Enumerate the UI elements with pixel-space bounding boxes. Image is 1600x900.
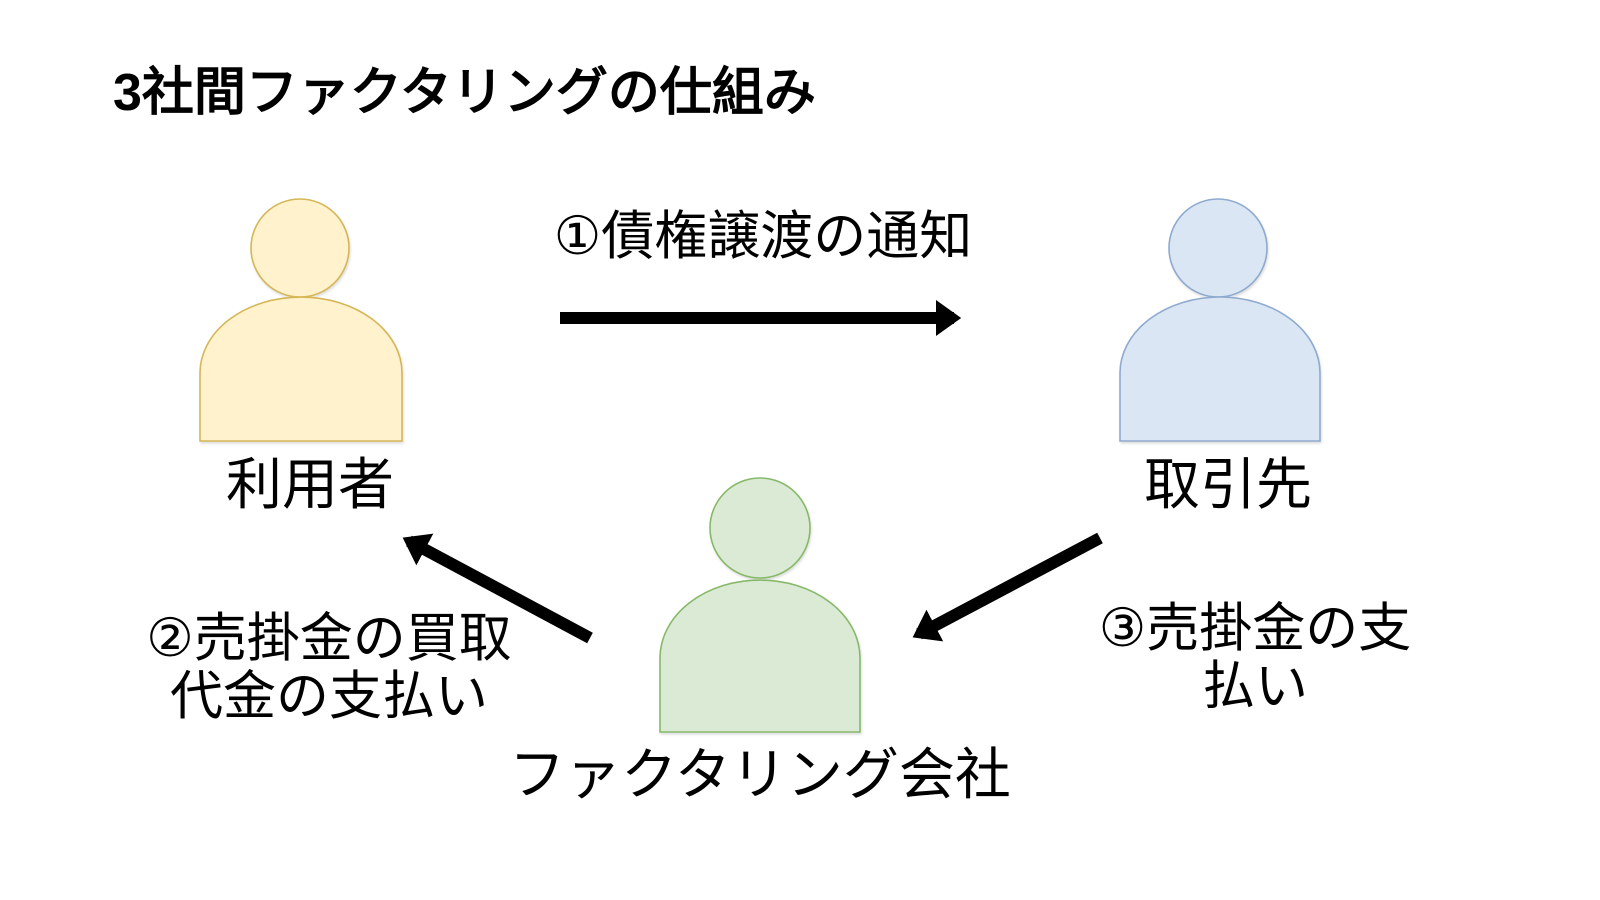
actor-factoring-company-label: ファクタリング会社	[509, 743, 1011, 806]
flow-2-label: ②売掛金の買取 代金の支払い	[146, 609, 512, 727]
diagram-title: 3社間ファクタリングの仕組み	[113, 64, 816, 122]
person-icon-body-client	[1119, 296, 1321, 442]
arrow-2-payment-factoring-to-user	[402, 533, 593, 644]
person-icon-head-client	[1168, 198, 1268, 298]
flow-1-label: ①債権譲渡の通知	[553, 207, 973, 266]
flow-3-label: ③売掛金の支払い	[1098, 599, 1412, 717]
actor-factoring-company-figure	[659, 477, 861, 733]
actor-client-label: 取引先	[1144, 453, 1312, 516]
person-icon-body-factoring-company	[659, 579, 861, 733]
actor-user-label: 利用者	[226, 453, 394, 516]
arrow-3-payment-client-to-factoring	[912, 532, 1103, 642]
person-icon-head-factoring-company	[709, 477, 811, 579]
actor-client-figure	[1119, 198, 1321, 442]
actor-user-figure	[199, 198, 403, 442]
person-icon-head-user	[250, 198, 350, 298]
person-icon-body-user	[199, 296, 403, 442]
